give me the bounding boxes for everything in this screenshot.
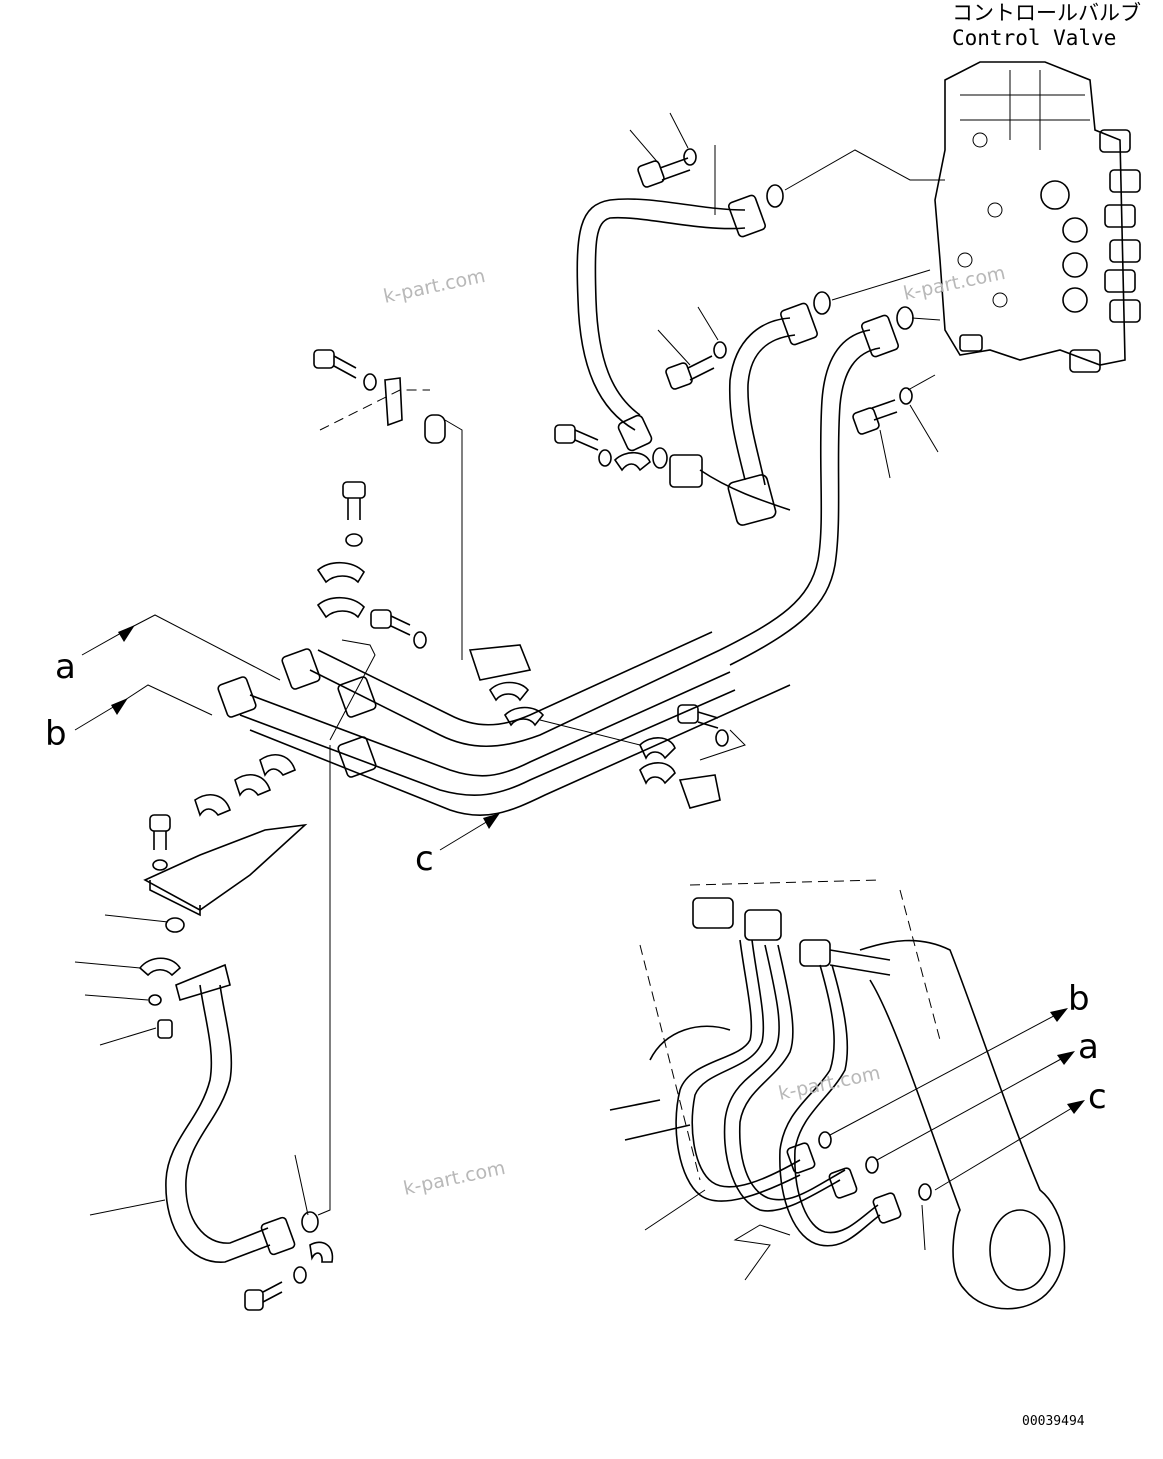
- bolt-upper-2: [657, 306, 727, 390]
- watermark-1: k-part.com: [381, 265, 487, 308]
- tee-fitting: [652, 447, 791, 526]
- bolt-mid: [370, 609, 427, 649]
- watermark-3: k-part.com: [776, 1062, 882, 1105]
- boom-assembly: [609, 879, 1066, 1310]
- hose-lower-left: [74, 914, 334, 1311]
- tube-loop-upper: [576, 184, 784, 452]
- bolt-clamp-column: [316, 481, 376, 741]
- control-valve: [934, 61, 1141, 373]
- watermark-2: k-part.com: [901, 262, 1007, 305]
- label-a: a: [55, 647, 76, 687]
- bolt-upper-3: [852, 387, 939, 479]
- watermark-4: k-part.com: [401, 1157, 507, 1200]
- label-a-arrow: a: [55, 614, 281, 687]
- hoses-lower-right: [644, 939, 932, 1281]
- drawing-number: 00039494: [1022, 1414, 1085, 1429]
- leader-lines-valve: [714, 145, 945, 391]
- tube-branch-upper: [728, 291, 831, 486]
- label-c-arrow: c: [415, 813, 500, 879]
- label-a-right: a: [1078, 1027, 1099, 1067]
- clamp-right: [468, 644, 746, 809]
- title-japanese: コントロールバルブ: [952, 1, 1141, 25]
- label-b-arrow: b: [45, 684, 213, 754]
- label-a-arrow-right: a: [876, 1027, 1099, 1161]
- title-english: Control Valve: [952, 26, 1116, 50]
- label-b-right: b: [1068, 979, 1090, 1019]
- bolt-upper-1: [629, 112, 697, 188]
- clamp-upper-left: [554, 424, 651, 472]
- label-b-arrow-right: b: [829, 979, 1090, 1136]
- tube-branch-right: [719, 306, 914, 666]
- pipe-set-main: [217, 631, 791, 1216]
- label-c: c: [415, 839, 434, 879]
- bracket-upper: [313, 349, 463, 660]
- label-c-arrow-right: c: [934, 1077, 1107, 1191]
- bracket-lower-left: [143, 754, 308, 917]
- label-c-right: c: [1088, 1077, 1107, 1117]
- label-b: b: [45, 714, 67, 754]
